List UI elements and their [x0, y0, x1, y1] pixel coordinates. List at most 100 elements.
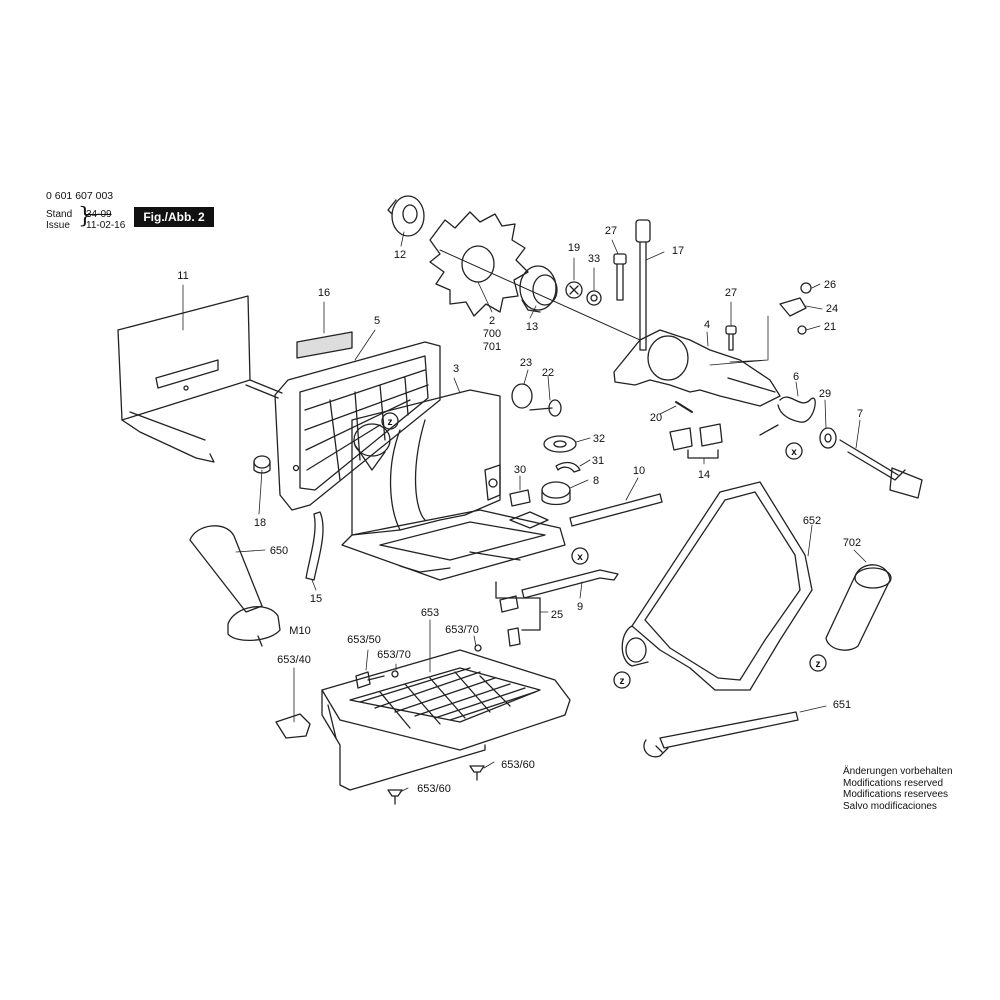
modification-notes: Änderungen vorbehalten Modifications res…	[843, 766, 953, 812]
note-line: Änderungen vorbehalten	[843, 766, 953, 777]
callout-653-60b: 653/60	[417, 783, 451, 795]
wrench-651-part	[643, 711, 799, 758]
callout-17: 17	[672, 245, 684, 257]
clamp-24-part	[779, 297, 807, 317]
callout-7: 7	[857, 408, 863, 420]
washer-653-70b-part	[474, 644, 482, 652]
callout-15: 15	[310, 593, 322, 605]
callout-16: 16	[318, 287, 330, 299]
rod-15-part	[305, 511, 324, 581]
washer-33-part	[586, 290, 602, 306]
clip-31-part	[555, 461, 581, 473]
note-line: Modifications reservees	[843, 789, 949, 801]
arm-housing-part	[613, 329, 781, 407]
hex-key-part	[521, 569, 619, 599]
callout-24: 24	[826, 303, 838, 315]
callout-653-70b: 653/70	[377, 649, 411, 661]
callout-12: 12	[394, 249, 406, 261]
marker-z-2: z	[620, 676, 625, 687]
callout-2: 2	[489, 315, 495, 327]
callout-5: 5	[374, 315, 380, 327]
callout-23: 23	[520, 357, 532, 369]
cutter-blade-part	[429, 211, 529, 317]
callout-31: 31	[592, 455, 604, 467]
callout-10: 10	[633, 465, 645, 477]
rip-fence-part	[117, 295, 283, 463]
washer-653-70a-part	[391, 670, 399, 678]
screw-653-60a-part	[469, 765, 485, 781]
callout-26: 26	[824, 279, 836, 291]
flange-part	[519, 265, 558, 313]
bolt-17-part	[635, 219, 651, 351]
clamp-14-part	[669, 423, 723, 459]
callout-653: 653	[421, 607, 439, 619]
callout-18: 18	[254, 517, 266, 529]
bushing-23-part	[511, 383, 533, 409]
callout-30: 30	[514, 464, 526, 476]
knob-screw-part	[839, 439, 923, 499]
callout-22: 22	[542, 367, 554, 379]
callout-650: 650	[270, 545, 288, 557]
callout-3: 3	[453, 363, 459, 375]
insert-30-part	[509, 489, 531, 507]
screw-27-part	[613, 253, 627, 301]
spring-part	[777, 396, 816, 423]
callout-652: 652	[803, 515, 821, 527]
callout-651: 651	[833, 699, 851, 711]
callout-33: 33	[588, 253, 600, 265]
callout-6: 6	[793, 371, 799, 383]
label-strip-part	[296, 331, 353, 359]
flange-nut-part	[387, 195, 425, 237]
marker-z-3: z	[816, 659, 821, 670]
adapter-702-part	[825, 564, 892, 651]
callout-19: 19	[568, 242, 580, 254]
marker-x-1: x	[791, 447, 797, 458]
reference-markers	[381, 412, 827, 689]
callout-702: 702	[843, 537, 861, 549]
screw-26-part	[800, 282, 812, 294]
callout-701: 701	[483, 341, 501, 353]
callout-11: 11	[177, 270, 188, 282]
washer-32-part	[543, 435, 577, 453]
screw-27b-part	[725, 325, 737, 351]
callout-25: 25	[551, 609, 563, 621]
issue-date: 11-02-16	[86, 220, 126, 231]
base-housing-part	[341, 389, 566, 581]
figure-label: Fig./Abb. 2	[134, 207, 214, 227]
callout-m10: M10	[289, 625, 310, 637]
callout-27b: 27	[725, 287, 737, 299]
callout-653-40: 653/40	[277, 654, 311, 666]
leader-lines	[182, 231, 867, 793]
base-plate-part	[321, 649, 571, 791]
marker-x-2: x	[577, 552, 583, 563]
callout-20: 20	[650, 412, 662, 424]
callout-653-50: 653/50	[347, 634, 381, 646]
stand-date-old: 34-09	[86, 209, 112, 220]
callout-29: 29	[819, 388, 831, 400]
callout-14: 14	[698, 469, 710, 481]
washer-29-part	[819, 427, 837, 449]
marker-z-1: z	[388, 417, 393, 428]
callout-32: 32	[593, 433, 605, 445]
callout-4: 4	[704, 319, 710, 331]
issue-label: Issue	[46, 220, 70, 231]
note-line: Modifications reserved	[843, 777, 944, 789]
callout-8: 8	[593, 475, 599, 487]
parts-25-group	[495, 581, 541, 647]
screw-22-part	[529, 399, 562, 417]
date-brace: }	[78, 204, 92, 229]
callout-21: 21	[824, 321, 836, 333]
screw-20-part	[675, 401, 693, 413]
handle-650-part	[189, 525, 281, 647]
washer-19-part	[565, 281, 583, 299]
callout-27: 27	[605, 225, 617, 237]
callout-700: 700	[483, 328, 501, 340]
callout-9: 9	[577, 601, 583, 613]
callout-653-60a: 653/60	[501, 759, 535, 771]
callout-653-70a: 653/70	[445, 624, 479, 636]
knob-8-part	[541, 481, 571, 506]
callout-13: 13	[526, 321, 538, 333]
screw-653-50-part	[355, 671, 385, 689]
